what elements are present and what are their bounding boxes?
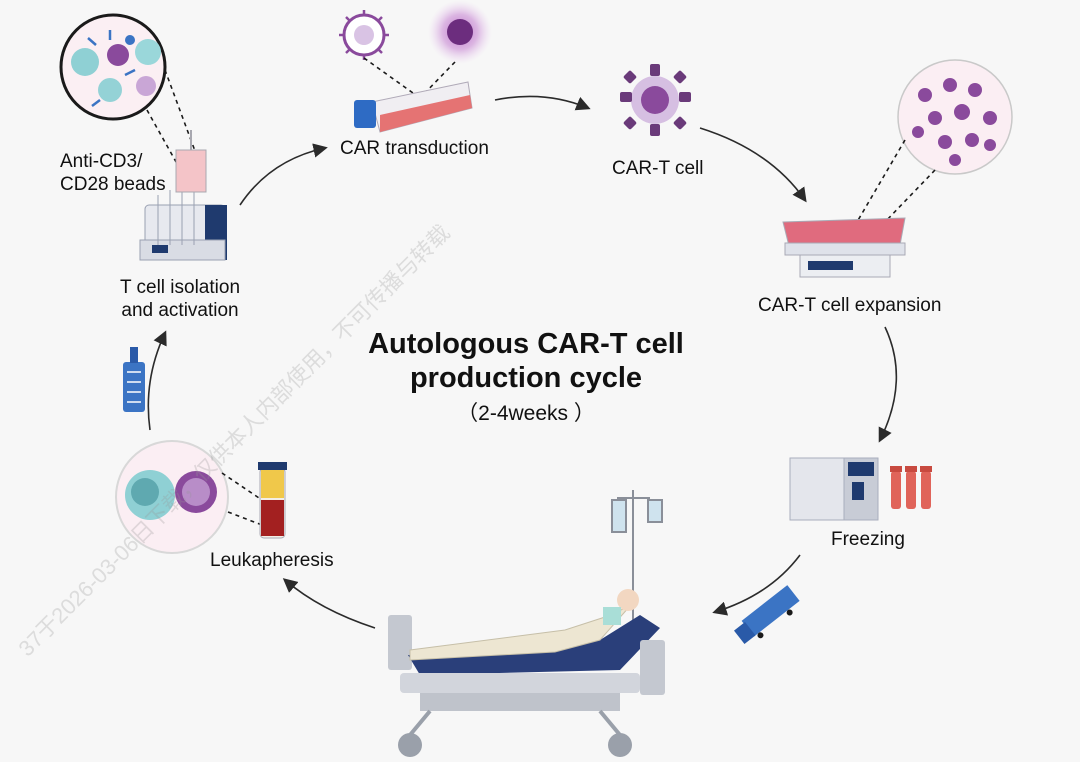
magnified-cells-icon	[59, 13, 167, 121]
truck-icon	[733, 585, 800, 645]
freezing-label: Freezing	[831, 529, 905, 550]
cycle-duration: （2-4weeks ）	[457, 402, 595, 425]
iv-drip-icon	[611, 490, 663, 620]
blood-tubes-icon	[890, 466, 932, 509]
cycle-arrows	[147, 95, 898, 629]
arrow-freezing-to-patient	[712, 554, 801, 616]
arrow-leukapheresis-to-isolation	[147, 330, 167, 431]
arrow-expansion-to-freezing	[878, 326, 898, 443]
bioreactor-icon	[782, 217, 906, 278]
arrow-cart-to-expansion	[699, 127, 807, 203]
arrow-transduction-to-cart	[494, 95, 591, 111]
arrow-patient-to-leukapheresis	[282, 578, 376, 629]
title-line2: production cycle	[409, 362, 643, 394]
isolation-label-line1: T cell isolation	[119, 277, 241, 298]
cell-cluster-icon	[897, 59, 1013, 175]
target-cell-icon	[428, 0, 492, 64]
title-line1: Autologous CAR-T cell	[368, 328, 684, 360]
isolation-label-line2: and activation	[121, 300, 239, 321]
blood-tube-icon	[258, 462, 287, 539]
virus-icon	[339, 10, 389, 60]
beads-label-line2: CD28 beads	[60, 174, 166, 195]
cart-cell-label: CAR-T cell	[612, 158, 704, 179]
patient-bed-icon	[388, 589, 665, 757]
transduction-label: CAR transduction	[340, 138, 489, 159]
beads-label-line1: Anti-CD3/	[60, 151, 143, 172]
cell-bag-icon	[123, 347, 145, 412]
leader-lines-leukapheresis	[221, 472, 263, 526]
car-t-cell-icon	[620, 64, 691, 136]
arrow-isolation-to-transduction	[239, 143, 328, 206]
culture-flask-icon	[354, 81, 473, 133]
separator-machine-icon	[139, 130, 227, 261]
leukocyte-cells-icon	[115, 440, 229, 554]
freezer-icon	[789, 457, 879, 521]
expansion-label: CAR-T cell expansion	[758, 295, 942, 316]
diagram-title: Autologous CAR-T cell production cycle	[340, 327, 712, 395]
leukapheresis-label: Leukapheresis	[210, 550, 334, 571]
